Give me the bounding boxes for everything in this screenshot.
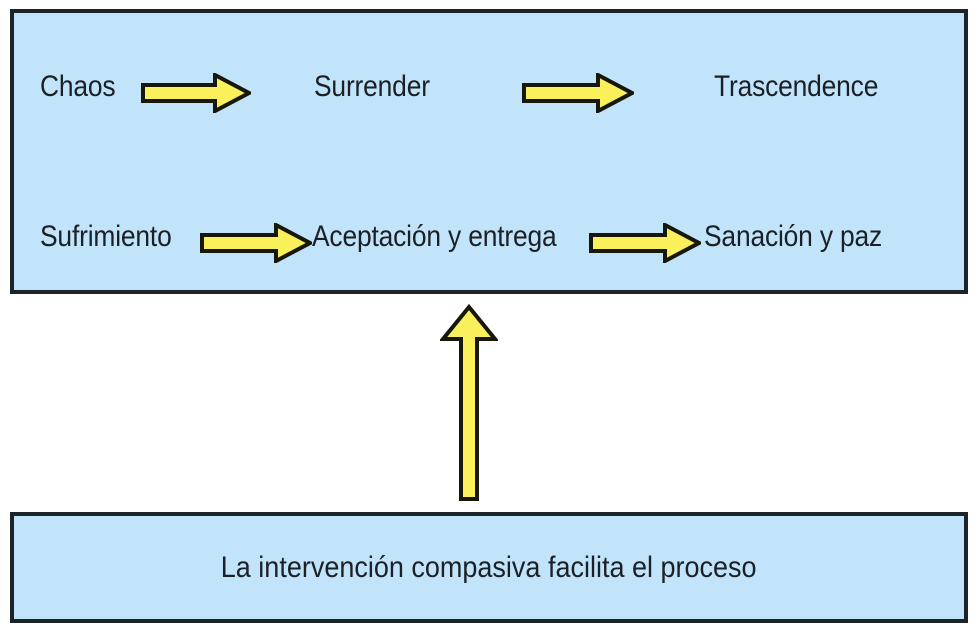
flow-row-english: Chaos Surrender Trascendence <box>14 61 964 121</box>
node-label-sanacion-y-paz: Sanación y paz <box>704 220 883 253</box>
top-process-panel: Chaos Surrender Trascendence Sufrimiento… <box>10 9 968 294</box>
node-label-chaos: Chaos <box>40 70 116 103</box>
bottom-caption-text: La intervención compasiva facilita el pr… <box>221 550 757 584</box>
arrow-right-icon <box>141 73 251 113</box>
node-label-aceptacion-y-entrega: Aceptación y entrega <box>312 220 557 253</box>
bottom-caption-wrapper: La intervención compasiva facilita el pr… <box>14 516 964 619</box>
node-label-surrender: Surrender <box>314 70 430 103</box>
flow-row-spanish: Sufrimiento Aceptación y entrega Sanació… <box>14 211 964 271</box>
arrow-right-icon <box>589 223 701 263</box>
bottom-caption-panel: La intervención compasiva facilita el pr… <box>10 512 968 623</box>
arrow-up-icon <box>440 303 498 501</box>
node-label-trascendence: Trascendence <box>714 70 879 103</box>
arrow-right-icon <box>200 223 312 263</box>
arrow-right-icon <box>522 73 634 113</box>
node-label-sufrimiento: Sufrimiento <box>40 220 172 253</box>
